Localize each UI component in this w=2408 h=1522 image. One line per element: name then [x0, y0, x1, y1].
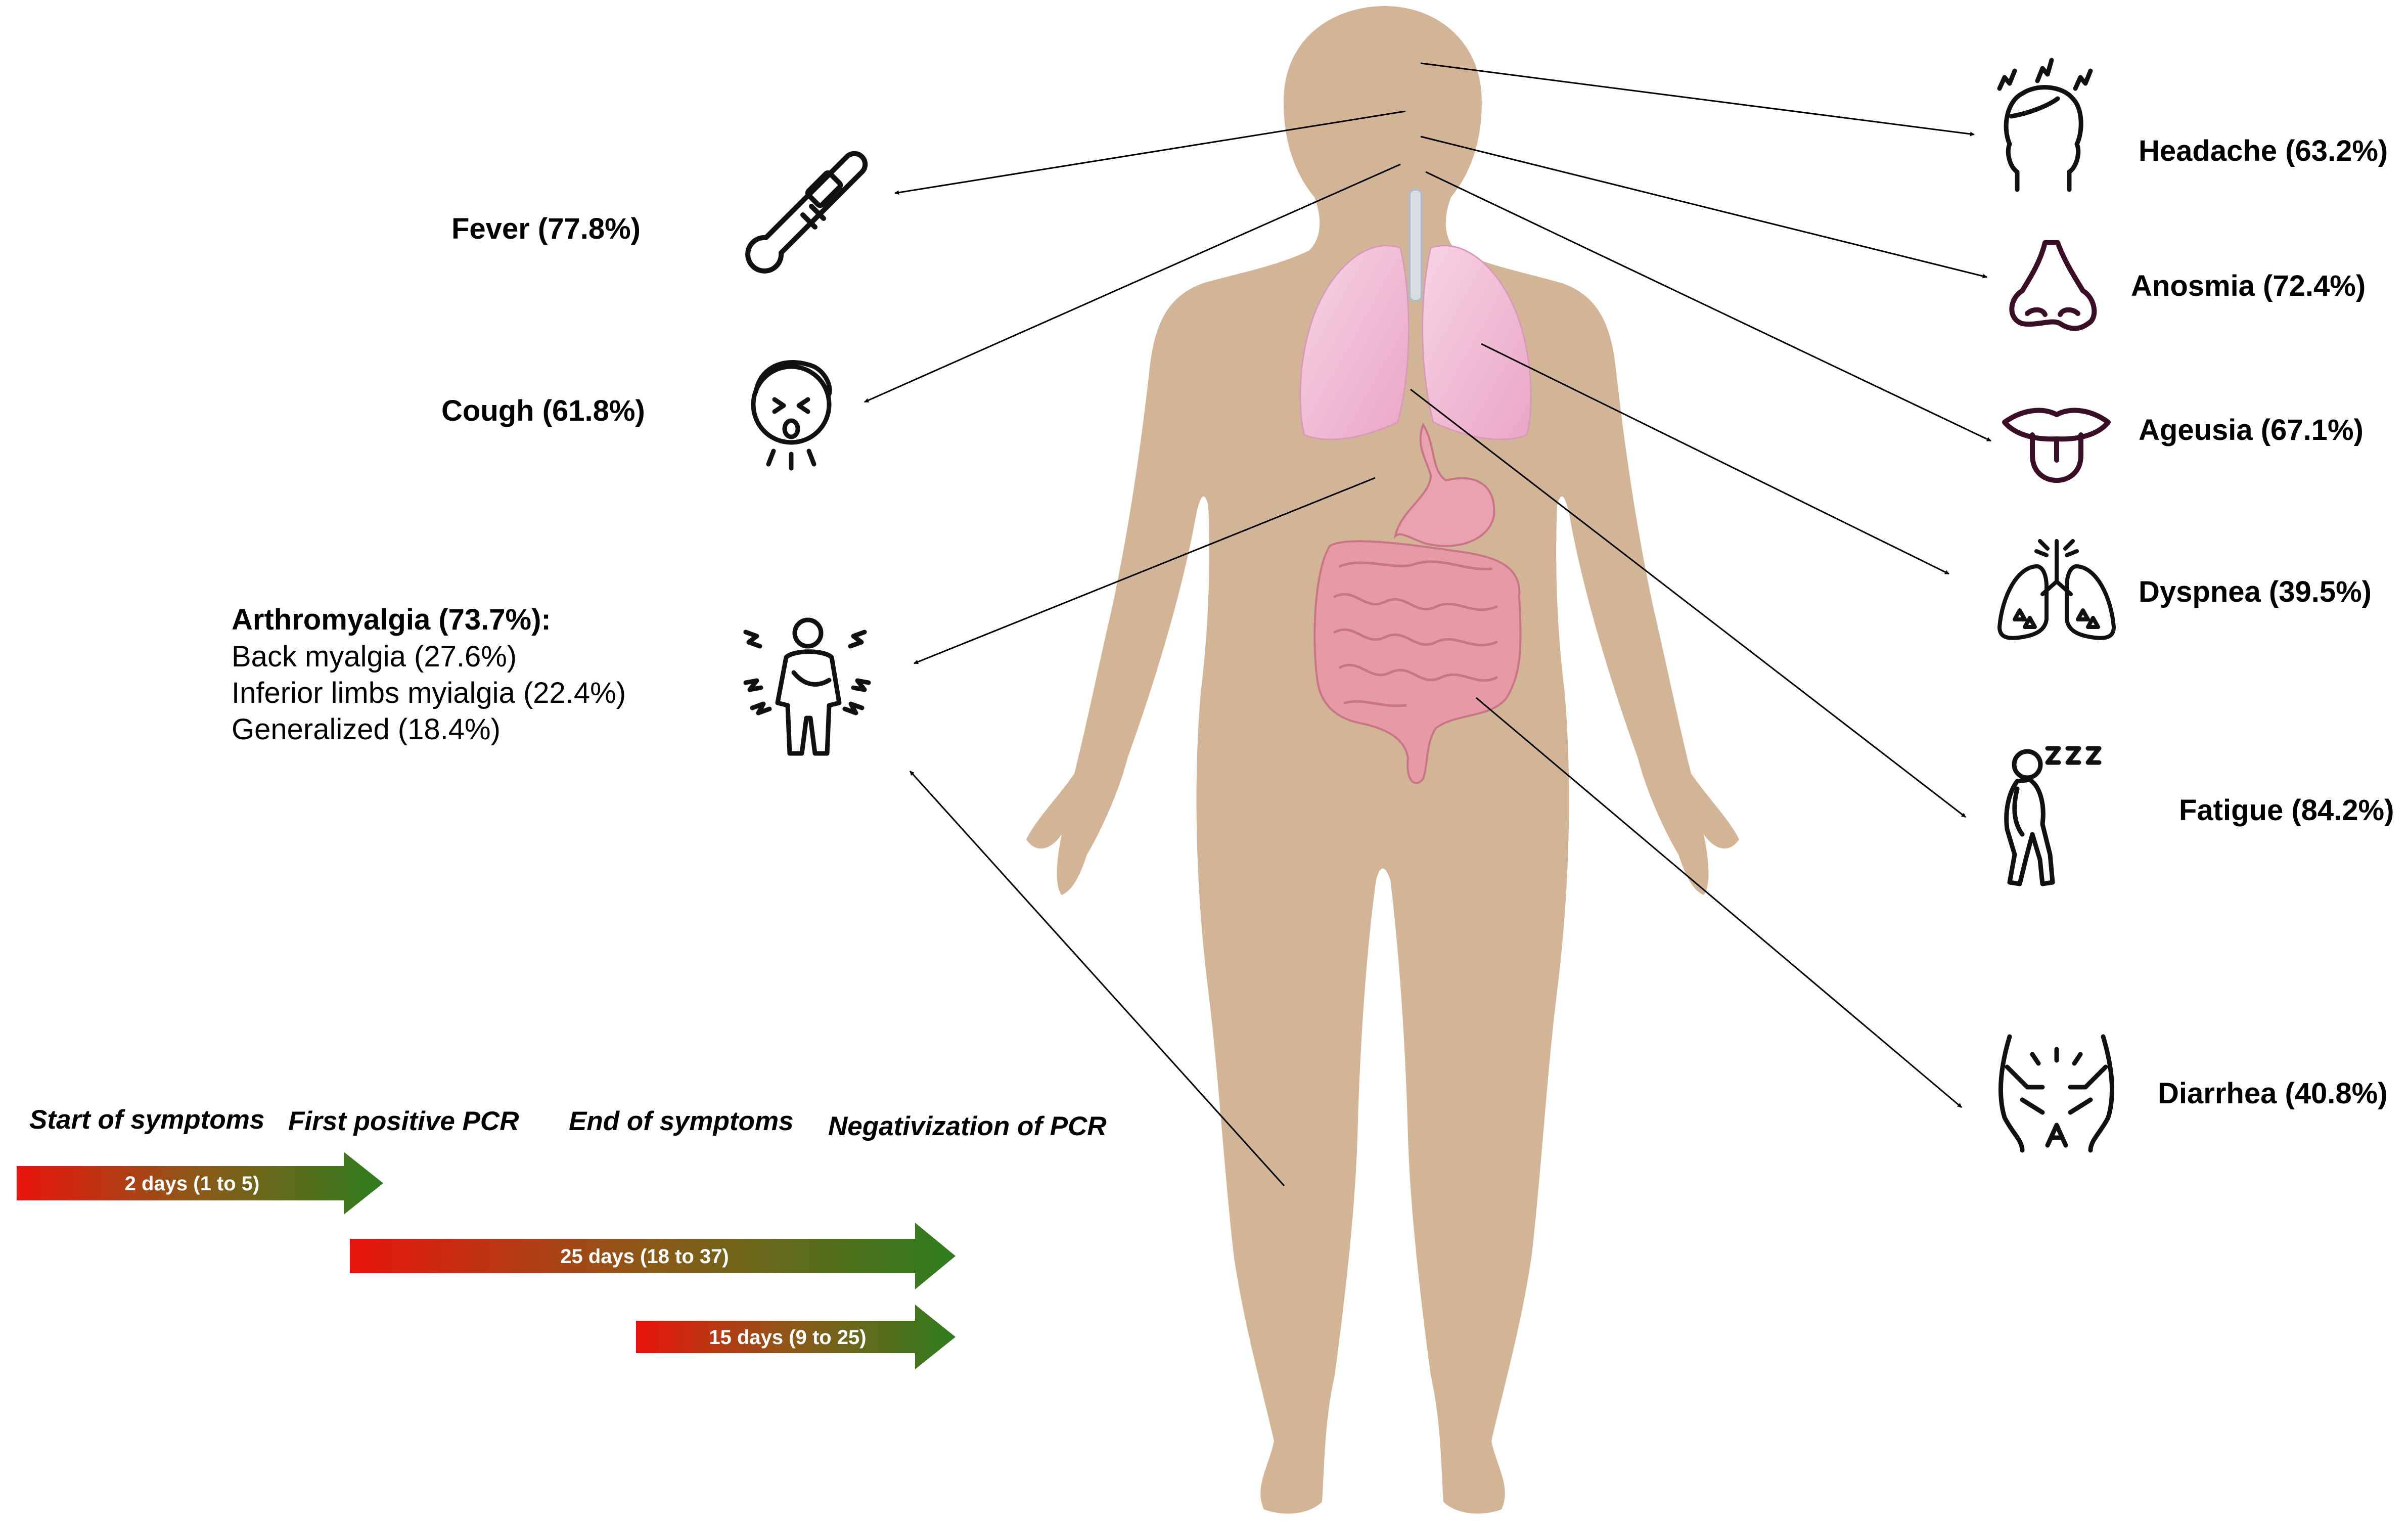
arrow-pcr-to-negativization: 25 days (18 to 37): [350, 1223, 956, 1289]
lungs: [1299, 245, 1532, 440]
body-pain-icon: [743, 617, 871, 756]
pointer-dyspnea: [1481, 343, 1949, 575]
label-ageusia: Ageusia (67.1%): [2139, 414, 2364, 446]
label-fatigue: Fatigue (84.2%): [2179, 794, 2394, 827]
label-diarrhea: Diarrhea (40.8%): [2158, 1077, 2388, 1110]
human-body-silhouette: [1026, 6, 1739, 1514]
label-dyspnea: Dyspnea (39.5%): [2139, 575, 2372, 608]
label-generalized: Generalized (18.4%): [232, 713, 501, 746]
pointer-lines: [864, 62, 1991, 1187]
thermometer-icon: [745, 151, 868, 274]
pointer-fatigue: [1410, 388, 1966, 818]
label-back-myalgia: Back myalgia (27.6%): [232, 640, 517, 673]
arrow-end-to-negativization: 15 days (9 to 25): [636, 1305, 956, 1369]
label-cough: Cough (61.8%): [441, 394, 645, 427]
label-fever: Fever (77.8%): [451, 212, 641, 245]
pointer-arthromyalgia: [914, 477, 1376, 664]
coughing-face-icon: [751, 360, 832, 471]
pointer-diarrhea: [1476, 697, 1962, 1108]
pointer-cough: [864, 163, 1401, 403]
digestive-tract: [1313, 422, 1522, 784]
milestone-start-of-symptoms: Start of symptoms: [29, 1105, 264, 1135]
pointer-anosmia: [1420, 136, 1987, 279]
milestone-first-positive-pcr: First positive PCR: [288, 1106, 519, 1136]
pointer-arthromyalgia-legs: [909, 770, 1285, 1187]
arrow-label-2-days: 2 days (1 to 5): [125, 1173, 260, 1195]
tired-person-icon: [2004, 746, 2102, 886]
timeline: Start of symptoms First positive PCR End…: [17, 1105, 1107, 1369]
tongue-icon: [2002, 408, 2111, 483]
milestone-end-of-symptoms: End of symptoms: [569, 1106, 794, 1136]
nose-icon: [2009, 240, 2097, 331]
label-anosmia: Anosmia (72.4%): [2131, 270, 2366, 302]
arrow-label-15-days: 15 days (9 to 25): [709, 1326, 866, 1349]
arrow-label-25-days: 25 days (18 to 37): [560, 1245, 729, 1268]
abdominal-pain-icon: [1998, 1034, 2114, 1153]
headache-icon: [1997, 58, 2093, 192]
label-arthromyalgia: Arthromyalgia (73.7%):: [232, 603, 551, 636]
milestone-negativization-of-pcr: Negativization of PCR: [828, 1111, 1107, 1141]
pointer-fever: [894, 110, 1406, 195]
label-inferior-limbs-myalgia: Inferior limbs myialgia (22.4%): [232, 677, 626, 709]
lungs-icon: [1997, 539, 2116, 640]
arrow-start-to-pcr: 2 days (1 to 5): [17, 1152, 383, 1215]
label-headache: Headache (63.2%): [2139, 135, 2388, 167]
trachea: [1409, 189, 1423, 302]
pointer-headache: [1420, 62, 1975, 137]
pointer-ageusia: [1425, 171, 1991, 442]
